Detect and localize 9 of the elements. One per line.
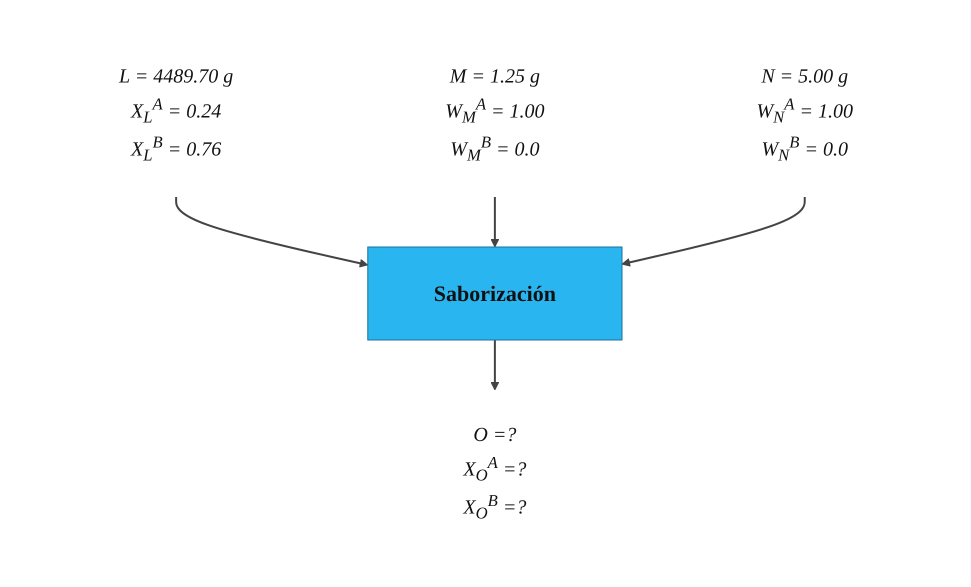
arrow xyxy=(490,197,499,248)
arrow xyxy=(490,340,499,390)
node-text: N = 5.00 g W$_{N}$$^{A}$ = 1.00 W$_{N}$$^{B}$ = 0.0 xyxy=(756,66,852,164)
node-box: Saborización xyxy=(366,246,622,340)
node-text: M = 1.25 g W$_{M}$$^{A}$ = 1.00 W$_{M}$$^{B}$ = 0.0 xyxy=(444,66,544,164)
node-text: L = 4489.70 g X$_{L}$$^{A}$ = 0.24 X$_{L}$$^{B}$ = 0.76 xyxy=(118,66,233,164)
node-text: O =? X$_{O}$$^{A}$ =? X$_{O}$$^{B}$ =? xyxy=(462,424,526,522)
arrow xyxy=(621,197,806,267)
arrow xyxy=(174,197,368,268)
